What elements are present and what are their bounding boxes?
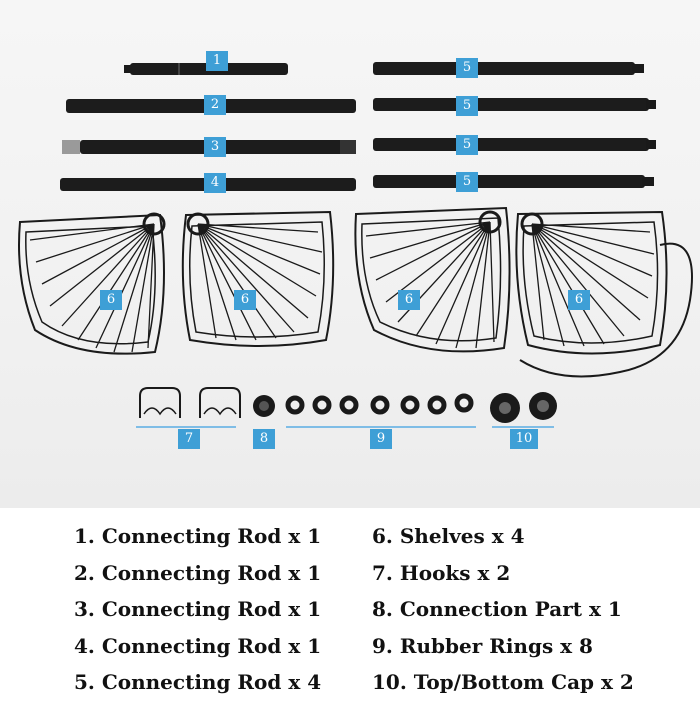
rod-5b (373, 98, 656, 111)
rubber-rings (285, 393, 474, 415)
rod-5c (373, 138, 656, 151)
legend-item-rod-2: 2. Connecting Rod x 1 (74, 560, 322, 585)
callout-shelf-b: 6 (234, 290, 256, 310)
callout-caps: 10 (510, 429, 538, 449)
callout-rod-5d: 5 (456, 172, 478, 192)
shelf-b (181, 210, 335, 347)
legend-item-rod-1: 1. Connecting Rod x 1 (74, 524, 322, 548)
caps (490, 392, 557, 423)
callout-shelf-d: 6 (568, 290, 590, 310)
parts-photo: 1 2 3 4 5 5 5 5 6 6 6 6 7 8 9 10 (0, 0, 700, 508)
connection-part (253, 395, 275, 417)
rod-5a (373, 62, 644, 75)
callout-connection-part: 8 (253, 429, 275, 449)
legend-column-right: 6. Shelves x 4 7. Hooks x 2 8. Connectio… (372, 518, 634, 701)
callout-rod-5c: 5 (456, 135, 478, 155)
legend-item-shelves: 6. Shelves x 4 (372, 524, 525, 548)
shelf-c (354, 206, 511, 353)
callout-hooks: 7 (178, 429, 200, 449)
callout-rod-5a: 5 (456, 58, 478, 78)
legend-item-connection-part: 8. Connection Part x 1 (372, 597, 622, 621)
legend-item-rod-4: 4. Connecting Rod x 1 (74, 633, 322, 658)
legend-column-left: 1. Connecting Rod x 1 2. Connecting Rod … (74, 518, 321, 701)
shelf-d (515, 210, 693, 378)
legend-item-hooks: 7. Hooks x 2 (372, 560, 511, 585)
callout-shelf-c: 6 (398, 290, 420, 310)
callout-rod-5b: 5 (456, 96, 478, 116)
parts-legend: 1. Connecting Rod x 1 2. Connecting Rod … (0, 510, 700, 700)
legend-item-rubber-rings: 9. Rubber Rings x 8 (372, 633, 593, 658)
hooks (139, 387, 241, 418)
callout-rod-2: 2 (204, 95, 226, 115)
callout-rod-3: 3 (204, 137, 226, 157)
callout-rules (136, 426, 554, 428)
callout-shelf-a: 6 (100, 290, 122, 310)
legend-item-caps: 10. Top/Bottom Cap x 2 (372, 670, 634, 694)
legend-item-rod-3: 3. Connecting Rod x 1 (74, 597, 322, 621)
callout-rubber-rings: 9 (370, 429, 392, 449)
legend-item-rod-5: 5. Connecting Rod x 4 (74, 670, 322, 694)
callout-rod-4: 4 (204, 173, 226, 193)
callout-rod-1: 1 (206, 51, 228, 71)
shelf-a (18, 212, 166, 355)
rod-5d (373, 175, 654, 188)
parts-illustration (18, 62, 693, 428)
